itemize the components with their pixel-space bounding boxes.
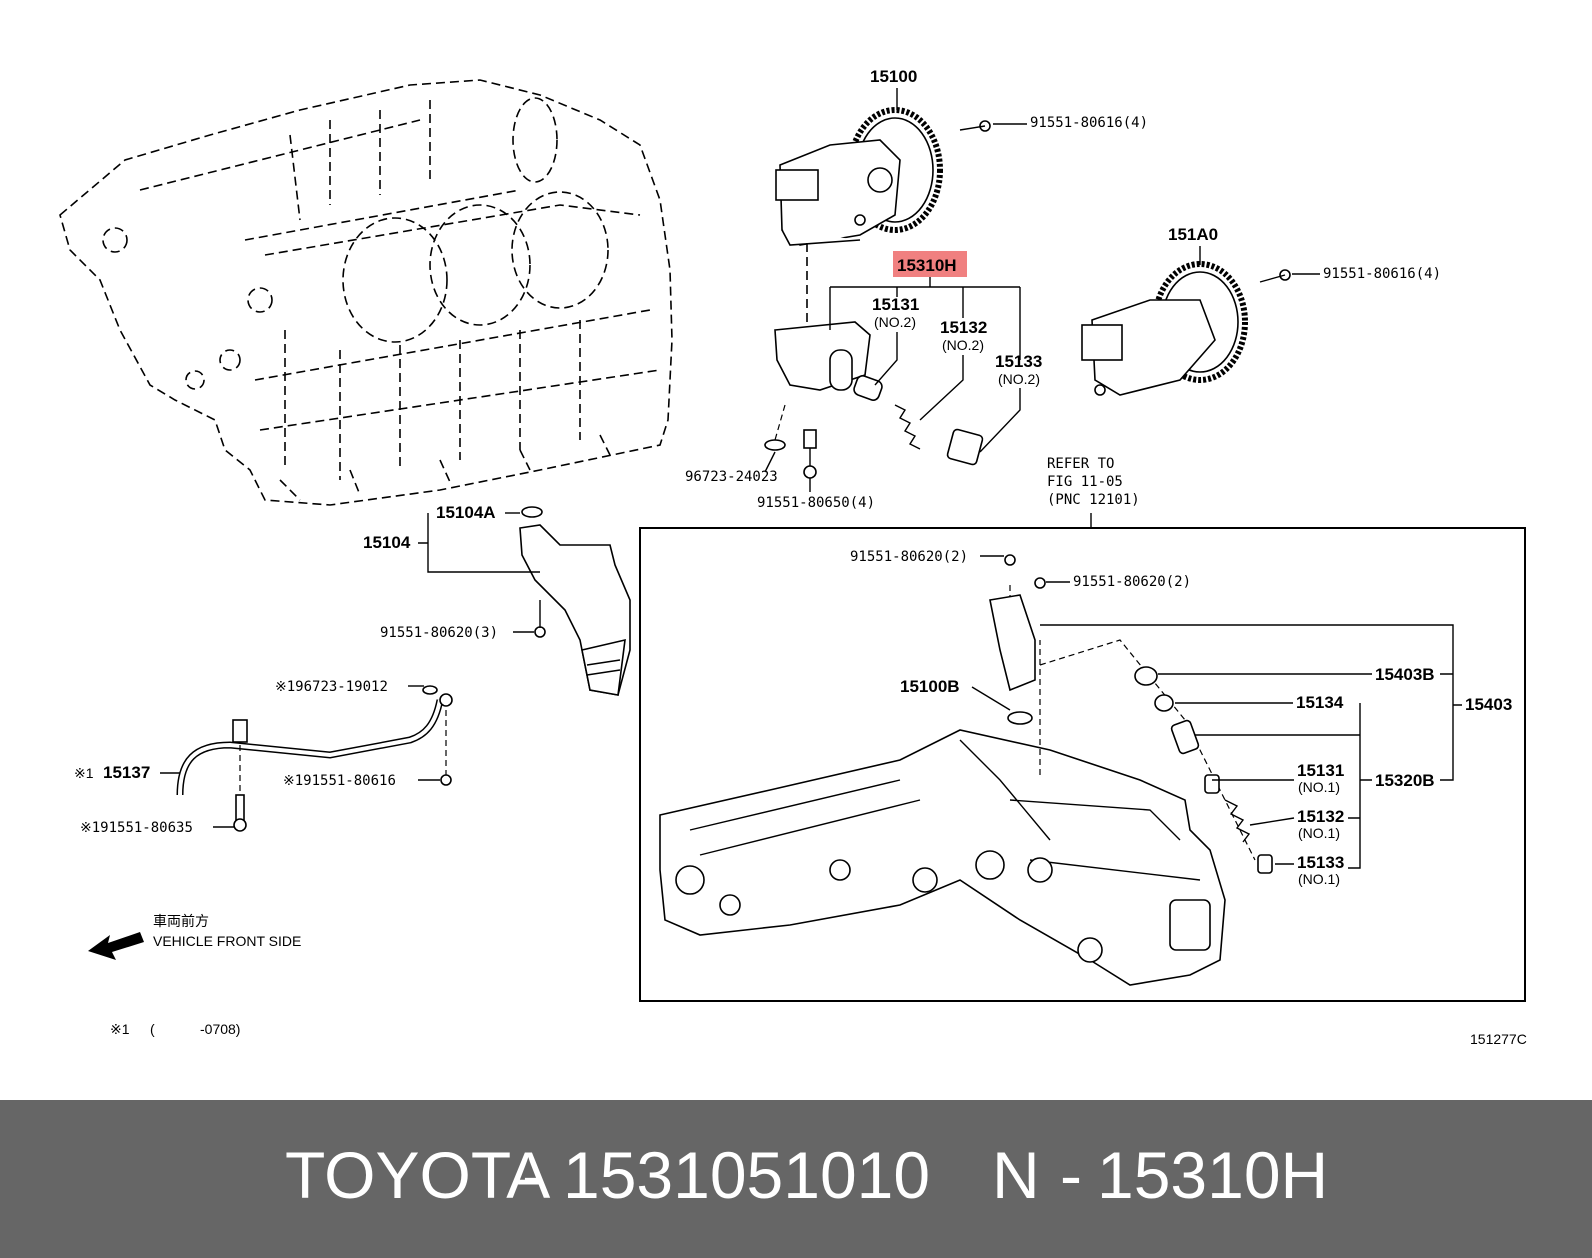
label-15104: 15104 xyxy=(363,533,411,552)
label-15137-mark: ※1 xyxy=(74,765,94,781)
label-15131-no1: 15131 xyxy=(1297,761,1344,780)
label-15132-no1-sub: (NO.1) xyxy=(1298,825,1340,841)
footnote: ※1 ( -0708) xyxy=(110,1021,240,1037)
label-91551-80620-2-b: 91551-80620(2) xyxy=(1073,574,1191,590)
footer-brand: TOYOTA xyxy=(285,1138,551,1212)
vehicle-front-indicator: 車両前方 VEHICLE FRONT SIDE xyxy=(88,913,301,960)
footer-n-label: N xyxy=(992,1138,1040,1212)
label-15134: 15134 xyxy=(1296,693,1344,712)
label-15100B: 15100B xyxy=(900,677,960,696)
footnote-mark: ※1 xyxy=(110,1021,130,1037)
engine-block-drawing xyxy=(59,79,673,506)
label-15100: 15100 xyxy=(870,67,917,86)
label-15132-no2: 15132 xyxy=(940,318,987,337)
label-15133-no2: 15133 xyxy=(995,352,1042,371)
footer-separator-2: - xyxy=(1060,1138,1082,1212)
label-15131-no1-sub: (NO.1) xyxy=(1298,779,1340,795)
exploded-parts-diagram: 15100 91551-80616(4) 15310H 15131 (NO.2)… xyxy=(59,67,1527,1047)
label-15403B: 15403B xyxy=(1375,665,1435,684)
oil-pan-detail-frame xyxy=(639,527,1526,1002)
label-91551-80620-2-a: 91551-80620(2) xyxy=(850,549,968,565)
oil-pipe-15137-drawing xyxy=(176,685,453,832)
label-refer-line1: REFER TO xyxy=(1047,456,1114,472)
label-15131-no2-sub: (NO.2) xyxy=(874,314,916,330)
label-15133-no2-sub: (NO.2) xyxy=(998,371,1040,387)
oil-pump-151A0-drawing xyxy=(1081,261,1291,396)
figure-code: 151277C xyxy=(1470,1031,1527,1047)
part-number-footer: TOYOTA - 1531051010 N - 15310H xyxy=(0,1100,1592,1258)
label-191551-80635: ※191551-80635 xyxy=(80,820,193,836)
label-15133-no1-sub: (NO.1) xyxy=(1298,871,1340,887)
label-196723-19012: ※196723-19012 xyxy=(275,679,388,695)
label-91551-80620-3: 91551-80620(3) xyxy=(380,625,498,641)
footer-part-number: 1531051010 xyxy=(563,1138,931,1212)
label-15132-no1: 15132 xyxy=(1297,807,1344,826)
label-15132-no2-sub: (NO.2) xyxy=(942,337,984,353)
direction-japanese: 車両前方 xyxy=(153,913,209,929)
label-91551-80616-right: 91551-80616(4) xyxy=(1323,266,1441,282)
front-direction-arrow-icon xyxy=(88,932,144,960)
oil-strainer-15104-drawing xyxy=(519,506,631,696)
label-151A0: 151A0 xyxy=(1168,225,1218,244)
relief-valve-15310H-drawing xyxy=(764,243,984,479)
callout-labels: 15100 91551-80616(4) 15310H 15131 (NO.2)… xyxy=(74,67,1512,887)
oil-pump-15100-drawing xyxy=(775,107,991,246)
label-15403: 15403 xyxy=(1465,695,1512,714)
label-15310H: 15310H xyxy=(897,256,957,275)
direction-english: VEHICLE FRONT SIDE xyxy=(153,933,301,949)
label-refer-line2: FIG 11-05 xyxy=(1047,474,1123,490)
label-91551-80650: 91551-80650(4) xyxy=(757,495,875,511)
footer-separator-1: - xyxy=(522,1138,544,1212)
oil-pan-drawing xyxy=(659,554,1273,986)
highlight-15310H xyxy=(893,251,967,277)
label-96723-24023: 96723-24023 xyxy=(685,469,778,485)
label-15137: 15137 xyxy=(103,763,150,782)
label-91551-80616-top: 91551-80616(4) xyxy=(1030,115,1148,131)
label-15131-no2: 15131 xyxy=(872,295,919,314)
label-15320B: 15320B xyxy=(1375,771,1435,790)
label-refer-line3: (PNC 12101) xyxy=(1047,492,1140,508)
footnote-range: -0708) xyxy=(200,1021,240,1037)
footer-pnc: 15310H xyxy=(1097,1138,1329,1212)
label-15104A: 15104A xyxy=(436,503,496,522)
label-15133-no1: 15133 xyxy=(1297,853,1344,872)
footnote-paren: ( xyxy=(150,1021,155,1037)
label-191551-80616: ※191551-80616 xyxy=(283,773,396,789)
